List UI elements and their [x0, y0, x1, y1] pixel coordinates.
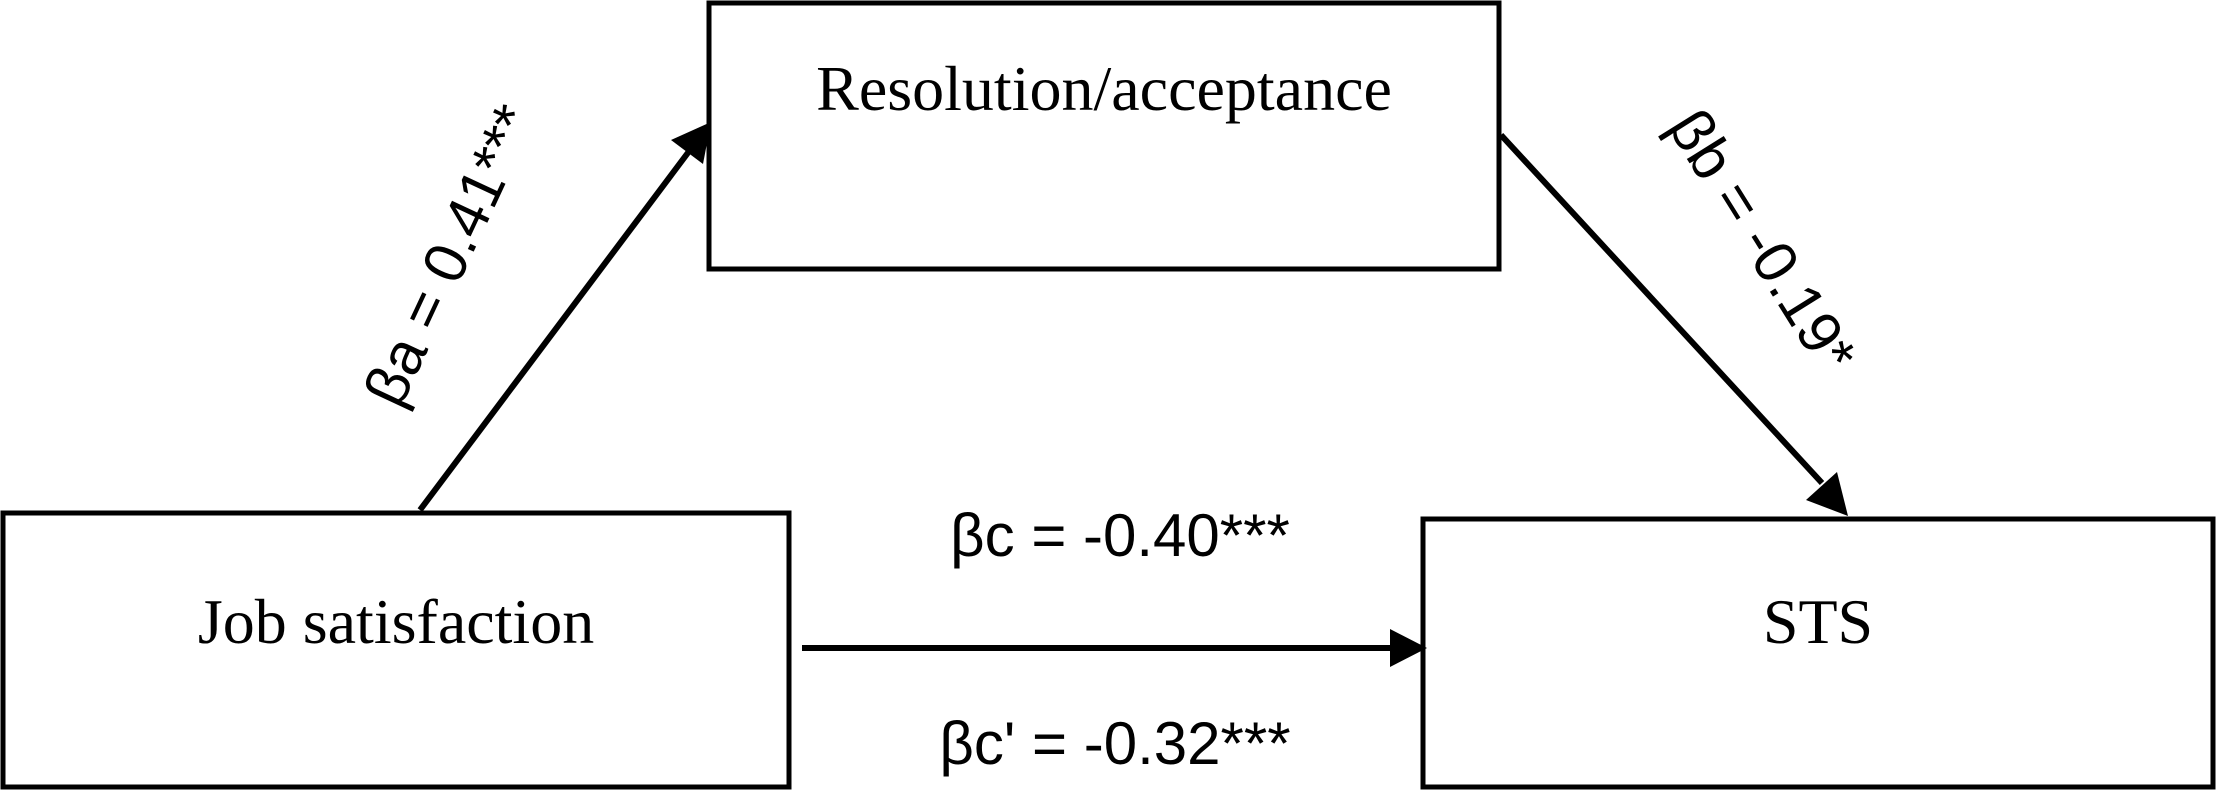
outcome-box [1420, 516, 2216, 790]
path-c-arrow [802, 629, 1427, 667]
path-c-coefficient: βc = -0.40*** [950, 502, 1290, 569]
path-b-line [1498, 132, 1825, 486]
path-c-arrowhead [1390, 629, 1427, 667]
outcome-node: STS [1420, 516, 2216, 790]
mediator-label: Resolution/acceptance [816, 53, 1392, 124]
path-b-arrow [1498, 132, 1848, 516]
path-a-arrow [417, 122, 711, 512]
mediator-box [706, 0, 1502, 272]
predictor-box [0, 510, 792, 790]
path-a-line [417, 148, 693, 512]
predictor-node: Job satisfaction [0, 510, 792, 790]
predictor-label: Job satisfaction [198, 586, 594, 657]
path-c-prime-coefficient: βc' = -0.32*** [939, 710, 1290, 777]
path-a-coefficient: βa = 0.41*** [351, 95, 548, 416]
path-b-arrowhead [1806, 472, 1848, 516]
path-a-arrowhead [671, 122, 711, 164]
mediator-node: Resolution/acceptance [706, 0, 1502, 272]
outcome-label: STS [1763, 586, 1873, 657]
